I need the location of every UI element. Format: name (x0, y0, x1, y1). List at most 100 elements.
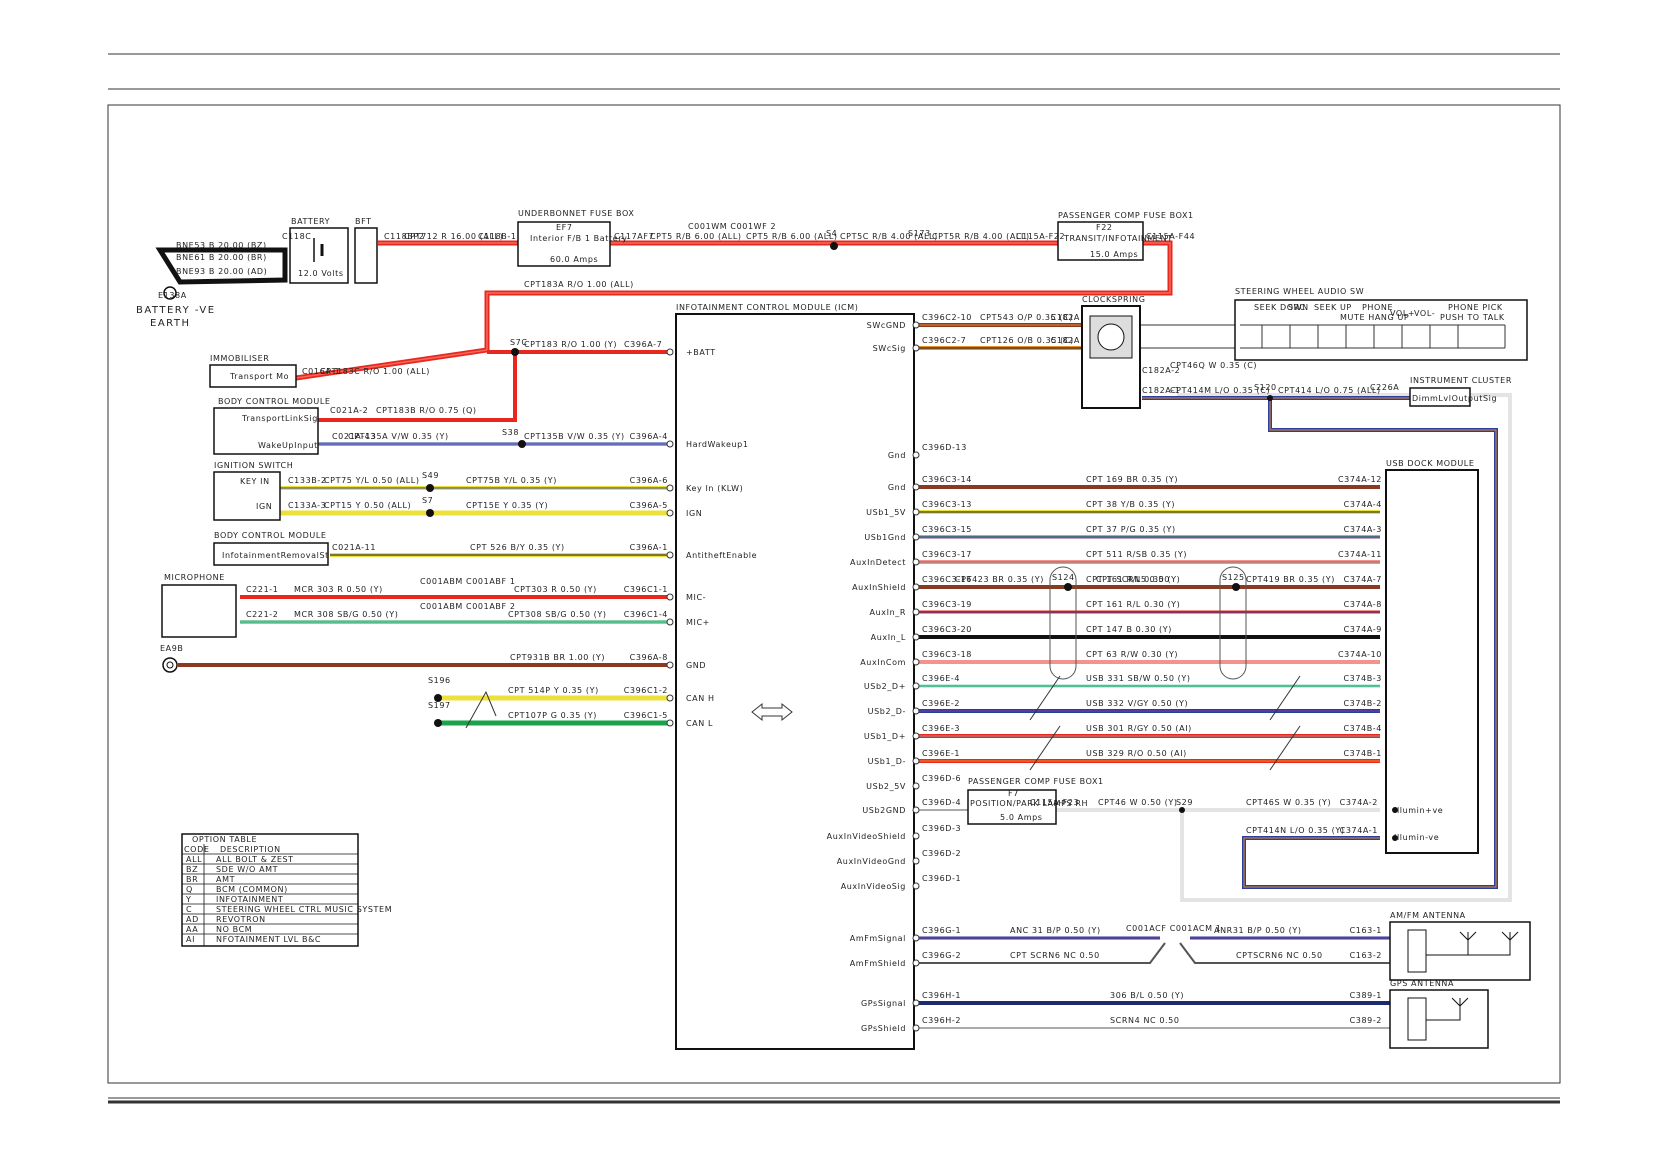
battery-wire-2: BNE61 B 20.00 (BR) (176, 253, 267, 262)
ignition-pin-ign: IGN (256, 502, 272, 511)
left-wire-from: S197 (428, 701, 451, 710)
option-table-code: BR (186, 875, 198, 884)
option-table-code: BZ (186, 865, 198, 874)
right-wire-from: C396C3-15 (922, 525, 972, 534)
right-wire-to: C374A-12 (1338, 475, 1382, 484)
right-wire-to: C163-2 (1350, 951, 1382, 960)
right-extra-label: C182A-2 (1142, 366, 1180, 375)
earth-strap (155, 247, 288, 285)
right-wire-from: C396C3-17 (922, 550, 972, 559)
right-wire-label: CPT 37 P/G 0.35 (Y) (1086, 525, 1176, 534)
right-wire-label: USB 329 R/O 0.50 (AI) (1086, 749, 1187, 758)
right-wire-label: CPT 38 Y/B 0.35 (Y) (1086, 500, 1175, 509)
underbonnet-fuse-id: EF7 (556, 223, 573, 232)
icm-left-pin: AntitheftEnable (686, 551, 757, 560)
icm-right-pin: Gnd (888, 483, 906, 492)
icm-right-pin-terminal (912, 732, 920, 740)
wire-amfm-shield (915, 942, 1390, 964)
icm-left-pin: IGN (686, 509, 702, 518)
left-wire-to: C396A-4 (630, 432, 668, 441)
immobiliser-title: IMMOBILISER (210, 354, 269, 363)
right-wire-to: C163-1 (1350, 926, 1382, 935)
left-extra-label: C001ABM C001ABF 1 (420, 577, 516, 586)
bcm2-box (213, 542, 329, 566)
microphone-title: MICROPHONE (164, 573, 225, 582)
amfm-connector (1407, 929, 1427, 973)
right-extra-label: S125 (1222, 573, 1245, 582)
usb-dock-title: USB DOCK MODULE (1386, 459, 1475, 468)
right-extra-label: CPT414 L/O 0.75 (ALL) (1278, 386, 1381, 395)
immobiliser-box (209, 364, 297, 388)
left-extra-label: S38 (502, 428, 519, 437)
right-wire-to: C374A-7 (1344, 575, 1382, 584)
right-wire-label: CPT 161 R/L 0.30 (Y) (1086, 575, 1180, 584)
icm-right-pin-terminal (912, 483, 920, 491)
left-wire-to: C396A-5 (630, 501, 668, 510)
icm-right-pin-terminal (912, 533, 920, 541)
left-wire-label: CPT107P G 0.35 (Y) (508, 711, 597, 720)
shield-loop-1 (1049, 566, 1077, 680)
splice-illum-neg (1267, 395, 1273, 401)
splice-s49 (426, 484, 434, 492)
can-bus-arrow (751, 702, 793, 722)
top-wire-label: C001WM C001WF 2 (688, 222, 776, 231)
swa-btn-src: SRC (1288, 303, 1306, 312)
icm-right-pin: AuxInCom (860, 658, 906, 667)
pfb1-desc: TRANSIT/INFOTAINMENT (1063, 234, 1173, 243)
option-table-desc: REVOTRON (216, 915, 266, 924)
icm-right-pin-terminal (912, 707, 920, 715)
left-extra-label: C396A-7 (624, 340, 662, 349)
option-table-desc: INFOTAINMENT (216, 895, 283, 904)
right-extra-label: CPT46S W 0.35 (Y) (1246, 798, 1331, 807)
usb-dock-module (1385, 469, 1479, 854)
right-extra-label: S120 (1254, 383, 1277, 392)
usb-dock-pin-illum-pos: Illumin+ve (1394, 806, 1443, 815)
right-wire-to: C374B-4 (1343, 724, 1382, 733)
left-wire-to: C396C1-1 (624, 585, 668, 594)
right-wire-label: CPT126 O/B 0.35 (C) (980, 336, 1074, 345)
right-wire-to: C115A-F23 (1030, 798, 1079, 807)
left-wire-from: C221-1 (246, 585, 278, 594)
battery-wire-3: BNE93 B 20.00 (AD) (176, 267, 267, 276)
right-wire-label: 306 B/L 0.50 (Y) (1110, 991, 1184, 1000)
clockspring-hub (1097, 323, 1125, 351)
left-extra-label: S7 (422, 496, 433, 505)
icm-left-pin-terminal (666, 661, 674, 669)
left-wire-label: CPT75 Y/L 0.50 (ALL) (324, 476, 420, 485)
option-table-code: Q (186, 885, 193, 894)
icm-right-pin-terminal (912, 658, 920, 666)
pfb2-fuse: F7 (1008, 789, 1019, 798)
icm-right-pin: USb2GND (862, 806, 906, 815)
right-wire-from: C396H-2 (922, 1016, 961, 1025)
right-extra-label: ANR31 B/P 0.50 (Y) (1214, 926, 1302, 935)
icm-right-pin: AuxIn_L (871, 633, 906, 642)
left-wire-from: C133B-2 (288, 476, 327, 485)
icm-right-pin: Gnd (888, 451, 906, 460)
icm-right-pin: AuxIn_R (870, 608, 906, 617)
icm-right-pin-terminal (912, 321, 920, 329)
right-extra-label: CPT423 BR 0.35 (Y) (955, 575, 1044, 584)
bft-title: BFT (355, 217, 372, 226)
bcm1-box (213, 407, 319, 455)
wire-illum-pos-core (1055, 394, 1511, 901)
right-wire-label: CPT 63 R/W 0.30 (Y) (1086, 650, 1178, 659)
swa-btn-ptt: PUSH TO TALK (1440, 313, 1505, 322)
can-twist (465, 690, 497, 729)
icm-left-pin: CAN H (686, 694, 715, 703)
left-wire-from: C221-2 (246, 610, 278, 619)
right-wire-from: C396H-1 (922, 991, 961, 1000)
right-wire-label: CPT SCRN6 NC 0.50 (1010, 951, 1100, 960)
icm-right-pins: SWcGNDSWcSigGndGndUSb1_5VUSb1GndAuxInDet… (827, 321, 920, 1033)
top-wire-label: CPT5 R/B 6.00 (ALL) (746, 232, 838, 241)
pfb2-desc: POSITION/PARK LAMPS RH (970, 799, 1088, 808)
left-wire-from: C021A-43 (332, 432, 376, 441)
icm-right-pin: AmFmSignal (850, 934, 906, 943)
left-wire-label: CPT15 Y 0.50 (ALL) (324, 501, 411, 510)
ea9b-terminal-core (166, 661, 174, 669)
pfb2-title: PASSENGER COMP FUSE BOX1 (968, 777, 1104, 786)
right-wire-to: C374B-3 (1343, 674, 1382, 683)
icm-left-pin-terminal (666, 348, 674, 356)
icm-box (675, 313, 915, 1050)
